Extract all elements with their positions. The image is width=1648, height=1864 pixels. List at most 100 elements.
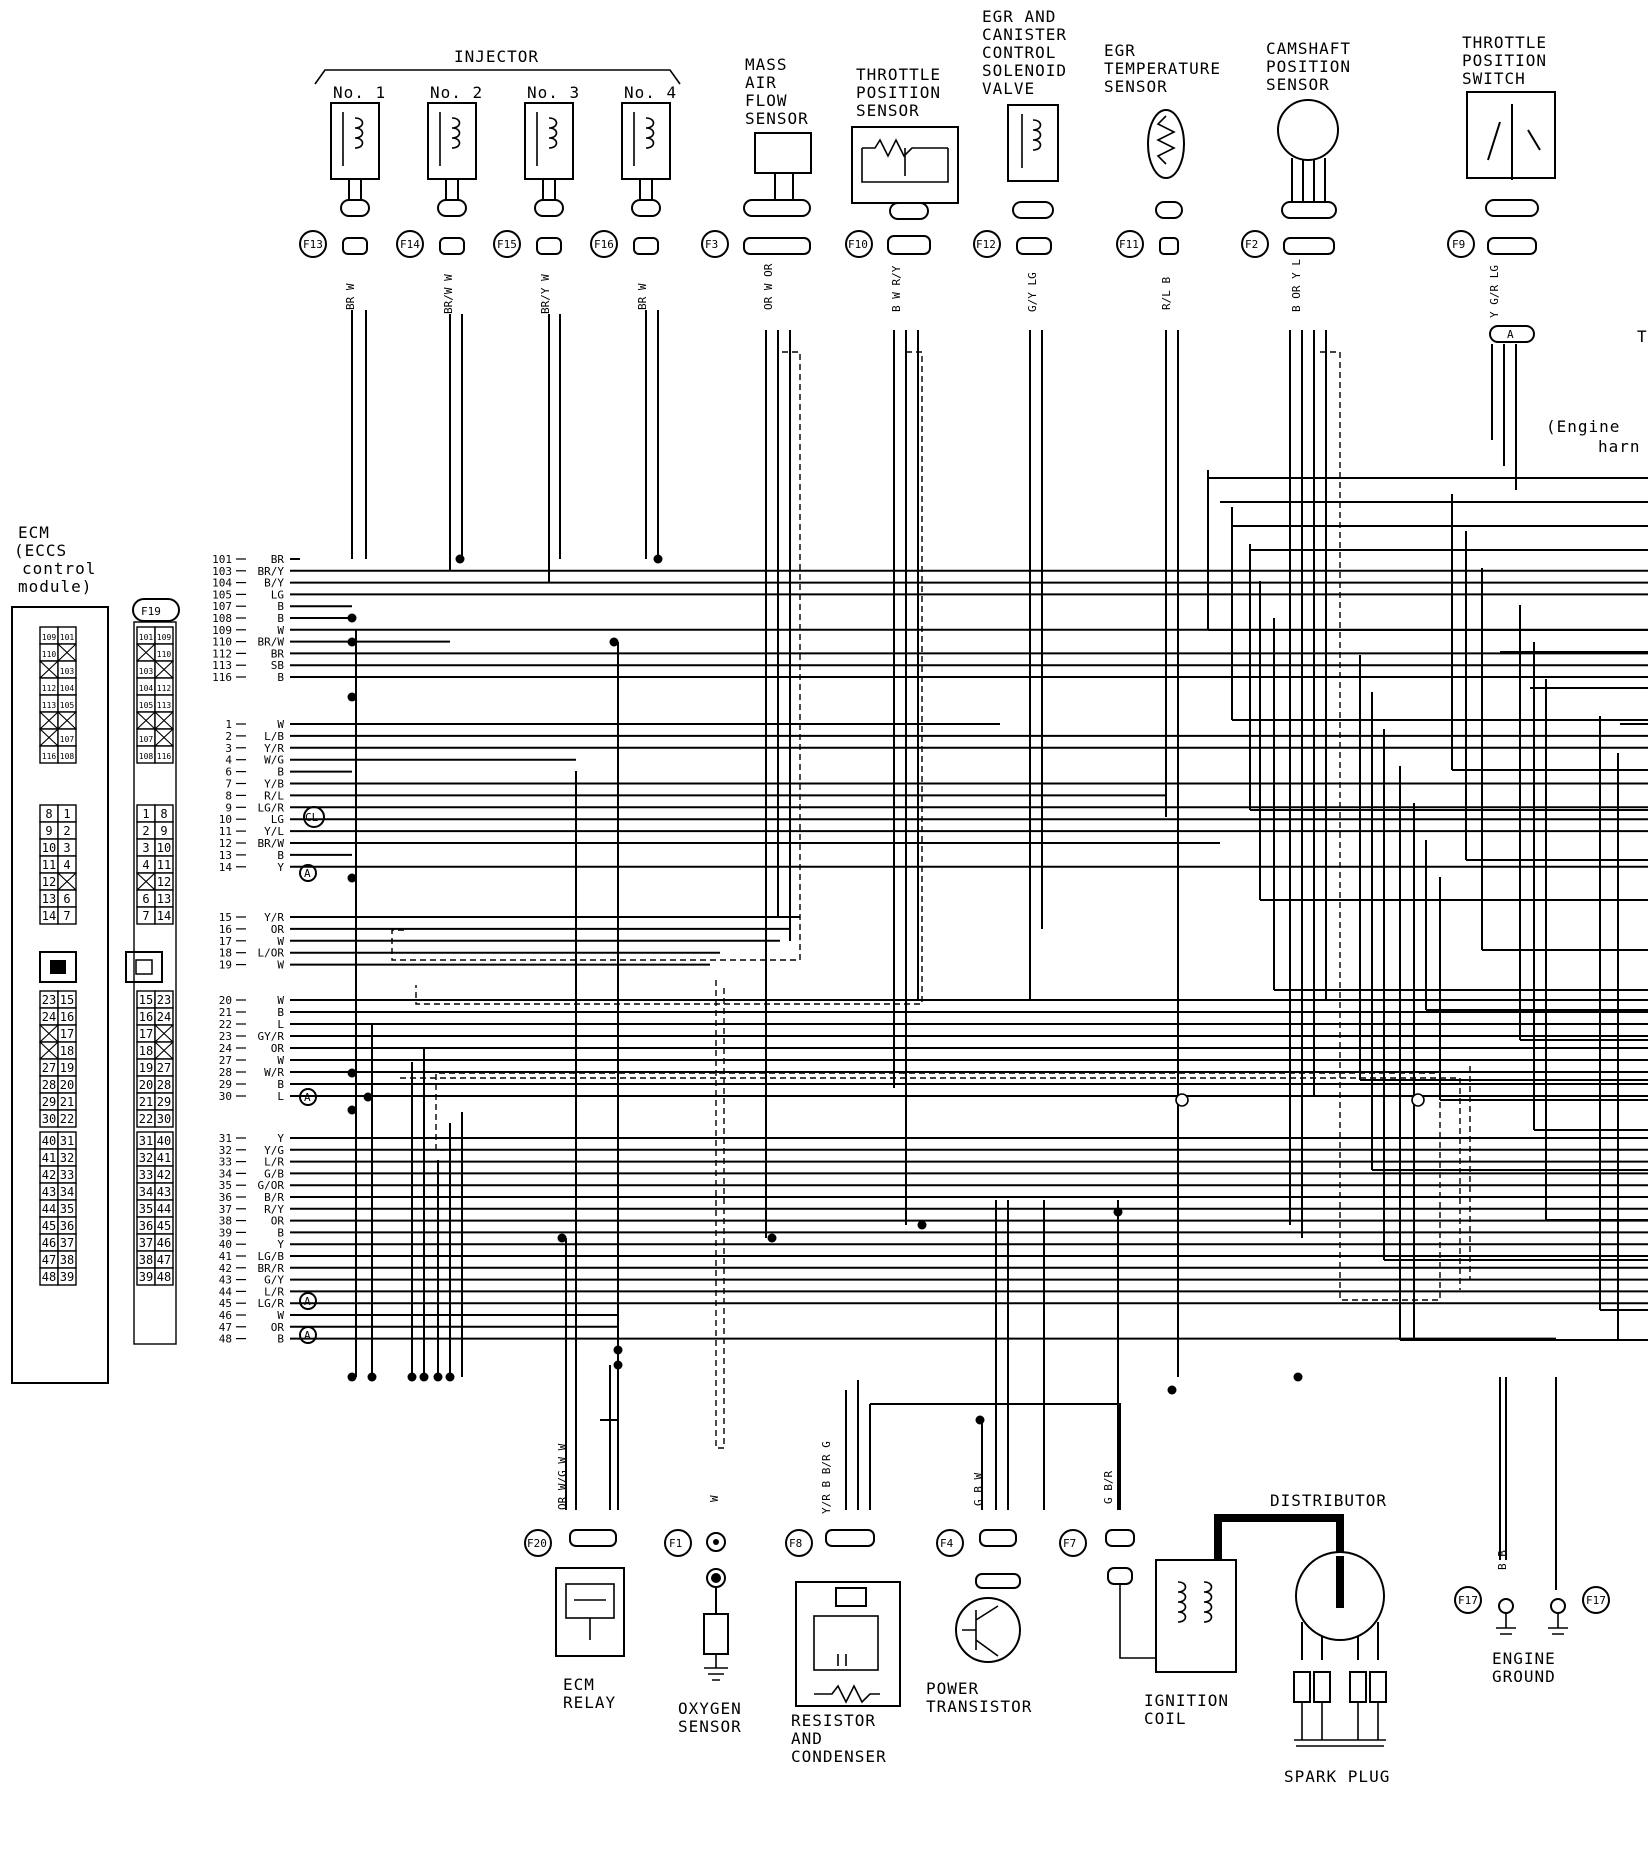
ecm-blank-cell — [39, 1024, 59, 1043]
ecm-pin-21-number: 21 — [219, 1006, 232, 1019]
f10-label: F10 — [848, 238, 868, 251]
ecm-subtitle: (ECCS — [14, 541, 67, 560]
ecm-pin-38-number: 38 — [219, 1215, 232, 1228]
ecm-pin-29-color: B — [277, 1078, 284, 1091]
f19-pin-number: 10 — [157, 841, 171, 855]
f19-blank-cell — [154, 660, 174, 679]
engine-ground-label-2: GROUND — [1492, 1667, 1556, 1686]
injector-plug — [631, 199, 661, 217]
ecm-pin-number: 35 — [60, 1202, 74, 1216]
f19-pin-number: 37 — [139, 1236, 153, 1250]
ecm-pin-11-number: 11 — [219, 825, 232, 838]
egr-label-5: VALVE — [982, 79, 1035, 98]
harness-note: (Engine — [1546, 417, 1620, 436]
junction-dot — [407, 1372, 417, 1382]
f19-pin-number: 17 — [139, 1027, 153, 1041]
f9-label: F9 — [1452, 238, 1465, 251]
ecm-pin-105-number: 105 — [212, 588, 232, 601]
maf-label-3: FLOW — [745, 91, 788, 110]
ecm-pin-24-number: 24 — [219, 1042, 233, 1055]
ecm-pin-29-number: 29 — [219, 1078, 232, 1091]
ecm-pin-number: 8 — [45, 807, 52, 821]
pin-markers: CL A A A A — [299, 806, 325, 1344]
f12-wires: G/Y LG — [1026, 272, 1039, 312]
ecm-pin-number: 109 — [42, 633, 57, 642]
f19-pin-number: 22 — [139, 1112, 153, 1126]
ecm-pin-33-number: 33 — [219, 1156, 232, 1169]
ecm-title: ECM — [18, 523, 50, 542]
ecm-pin-109-number: 109 — [212, 624, 232, 637]
f19-pin-number: 33 — [139, 1168, 153, 1182]
ecm-pin-number: 30 — [42, 1112, 56, 1126]
ecm-pin-32-number: 32 — [219, 1144, 232, 1157]
injector-conn-badge — [299, 230, 327, 258]
ecm-pin-3-color: Y/R — [264, 742, 284, 755]
f7-wires: G B/R — [1102, 1471, 1115, 1504]
injector-conn-badge — [590, 230, 618, 258]
ecm-pin-2-color: L/B — [264, 730, 284, 743]
ecm-pin-105-color: LG — [271, 588, 284, 601]
f20-wires: OR W/G W W — [556, 1443, 569, 1510]
ecm-pin-number: 19 — [60, 1061, 74, 1075]
junction-dot — [653, 554, 663, 564]
ecm-pin-36-color: B/R — [264, 1191, 284, 1204]
ecm-pin-46-color: W — [277, 1309, 284, 1322]
f19-pin-number: 3 — [142, 841, 149, 855]
ecm-pin-6-color: B — [277, 766, 284, 779]
f19-pin-number: 4 — [142, 858, 149, 872]
ecm-pin-20-number: 20 — [219, 994, 232, 1007]
f19-pin-number: 47 — [157, 1253, 171, 1267]
ecm-pin-47-number: 47 — [219, 1321, 232, 1334]
oxygen-sensor: W F1 OXYGEN SENSOR — [664, 1495, 741, 1736]
injector-coil — [536, 112, 558, 166]
f19-pin-number: 103 — [139, 667, 154, 676]
ecm-pin-number: 113 — [42, 701, 57, 710]
f19-pin-number: 2 — [142, 824, 149, 838]
ecm-pin-number: 34 — [60, 1185, 74, 1199]
f19-pin-number: 1 — [142, 807, 149, 821]
ecm-pin-number: 108 — [60, 752, 75, 761]
ecm-pin-112-number: 112 — [212, 647, 232, 660]
ecm-cell — [57, 906, 77, 925]
f19-blank-cell — [154, 728, 174, 747]
ecm-pin-number: 42 — [42, 1168, 56, 1182]
junction-dot — [445, 1372, 455, 1382]
f10-wires: B W R/Y — [890, 265, 903, 312]
ecm-pin-23-color: GY/R — [258, 1030, 285, 1043]
junction-dot — [347, 1105, 357, 1115]
ecm-pin-14-color: Y — [277, 861, 284, 874]
junction-dot — [613, 1345, 623, 1355]
ecm-blank-cell — [39, 1041, 59, 1060]
ecm-pin-9-color: LG/R — [258, 801, 285, 814]
junction-dot — [347, 1068, 357, 1078]
f19-pin-number: 8 — [160, 807, 167, 821]
f3-label: F3 — [705, 238, 718, 251]
shield-wire — [715, 980, 725, 1449]
cam-label-1: CAMSHAFT — [1266, 39, 1351, 58]
f19-pin-number: 9 — [160, 824, 167, 838]
junction-open — [1175, 1093, 1189, 1107]
f19-pin-number: 40 — [157, 1134, 171, 1148]
ecm-pin-number: 32 — [60, 1151, 74, 1165]
f1-label: F1 — [669, 1537, 682, 1550]
shield-wire — [435, 351, 1441, 1301]
f19-pin-number: 46 — [157, 1236, 171, 1250]
ecm-pin-20-color: W — [277, 994, 284, 1007]
ecm-key-mark — [50, 960, 66, 974]
f19-blank-cell — [136, 711, 156, 730]
ignition-coil-label-1: IGNITION — [1144, 1691, 1229, 1710]
ecm-pin-number: 2 — [63, 824, 70, 838]
f19-pin-number: 35 — [139, 1202, 153, 1216]
injector-1-label: No. 1 — [333, 83, 386, 102]
ecm-pin-16-number: 16 — [219, 923, 232, 936]
injector-2-label: No. 2 — [430, 83, 483, 102]
spark-plug-label: SPARK PLUG — [1284, 1767, 1390, 1786]
ecm-pin-41-number: 41 — [219, 1250, 232, 1263]
ecm-pin-36-number: 36 — [219, 1191, 232, 1204]
ecm-relay: OR W/G W W F20 ECM RELAY — [524, 1443, 625, 1712]
ecm-pin-116-number: 116 — [212, 671, 232, 684]
